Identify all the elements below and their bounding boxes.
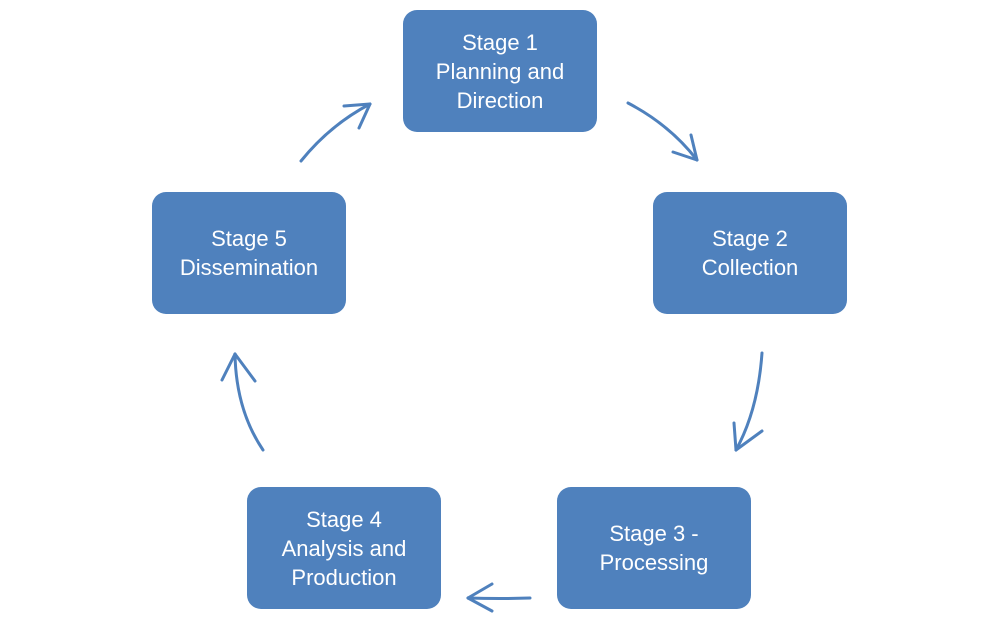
stage-3-line-1: Stage 3 - <box>609 521 699 546</box>
stage-4-line-2: Analysis and <box>281 535 407 561</box>
stage-5-line-1: Stage 5 <box>211 226 287 251</box>
arrow-stage1-to-stage2 <box>626 101 699 162</box>
stage-2-box: Stage 2 Collection <box>653 192 847 314</box>
arrow-stage5-to-stage1 <box>299 102 372 163</box>
stage-1-line-2: Planning and <box>435 58 565 84</box>
stage-2-line-1: Stage 2 <box>712 226 788 251</box>
stage-4-box: Stage 4 Analysis and Production <box>247 487 441 609</box>
stage-1-line-3: Direction <box>456 87 544 113</box>
stage-4-line-1: Stage 4 <box>306 506 382 532</box>
stage-2-line-2: Collection <box>701 255 799 280</box>
arrow-stage4-to-stage5 <box>220 352 265 452</box>
stage-5-box: Stage 5 Dissemination <box>152 192 346 314</box>
stage-3-line-2: Processing <box>599 550 709 575</box>
arrow-stage3-to-stage4 <box>466 582 532 613</box>
stage-1-line-1: Stage 1 <box>462 29 538 55</box>
stage-5-line-2: Dissemination <box>179 255 319 280</box>
arrow-stage2-to-stage3 <box>732 351 764 452</box>
stage-1-box: Stage 1 Planning and Direction <box>403 10 597 132</box>
stage-3-box: Stage 3 - Processing <box>557 487 751 609</box>
stage-4-line-3: Production <box>291 564 397 590</box>
